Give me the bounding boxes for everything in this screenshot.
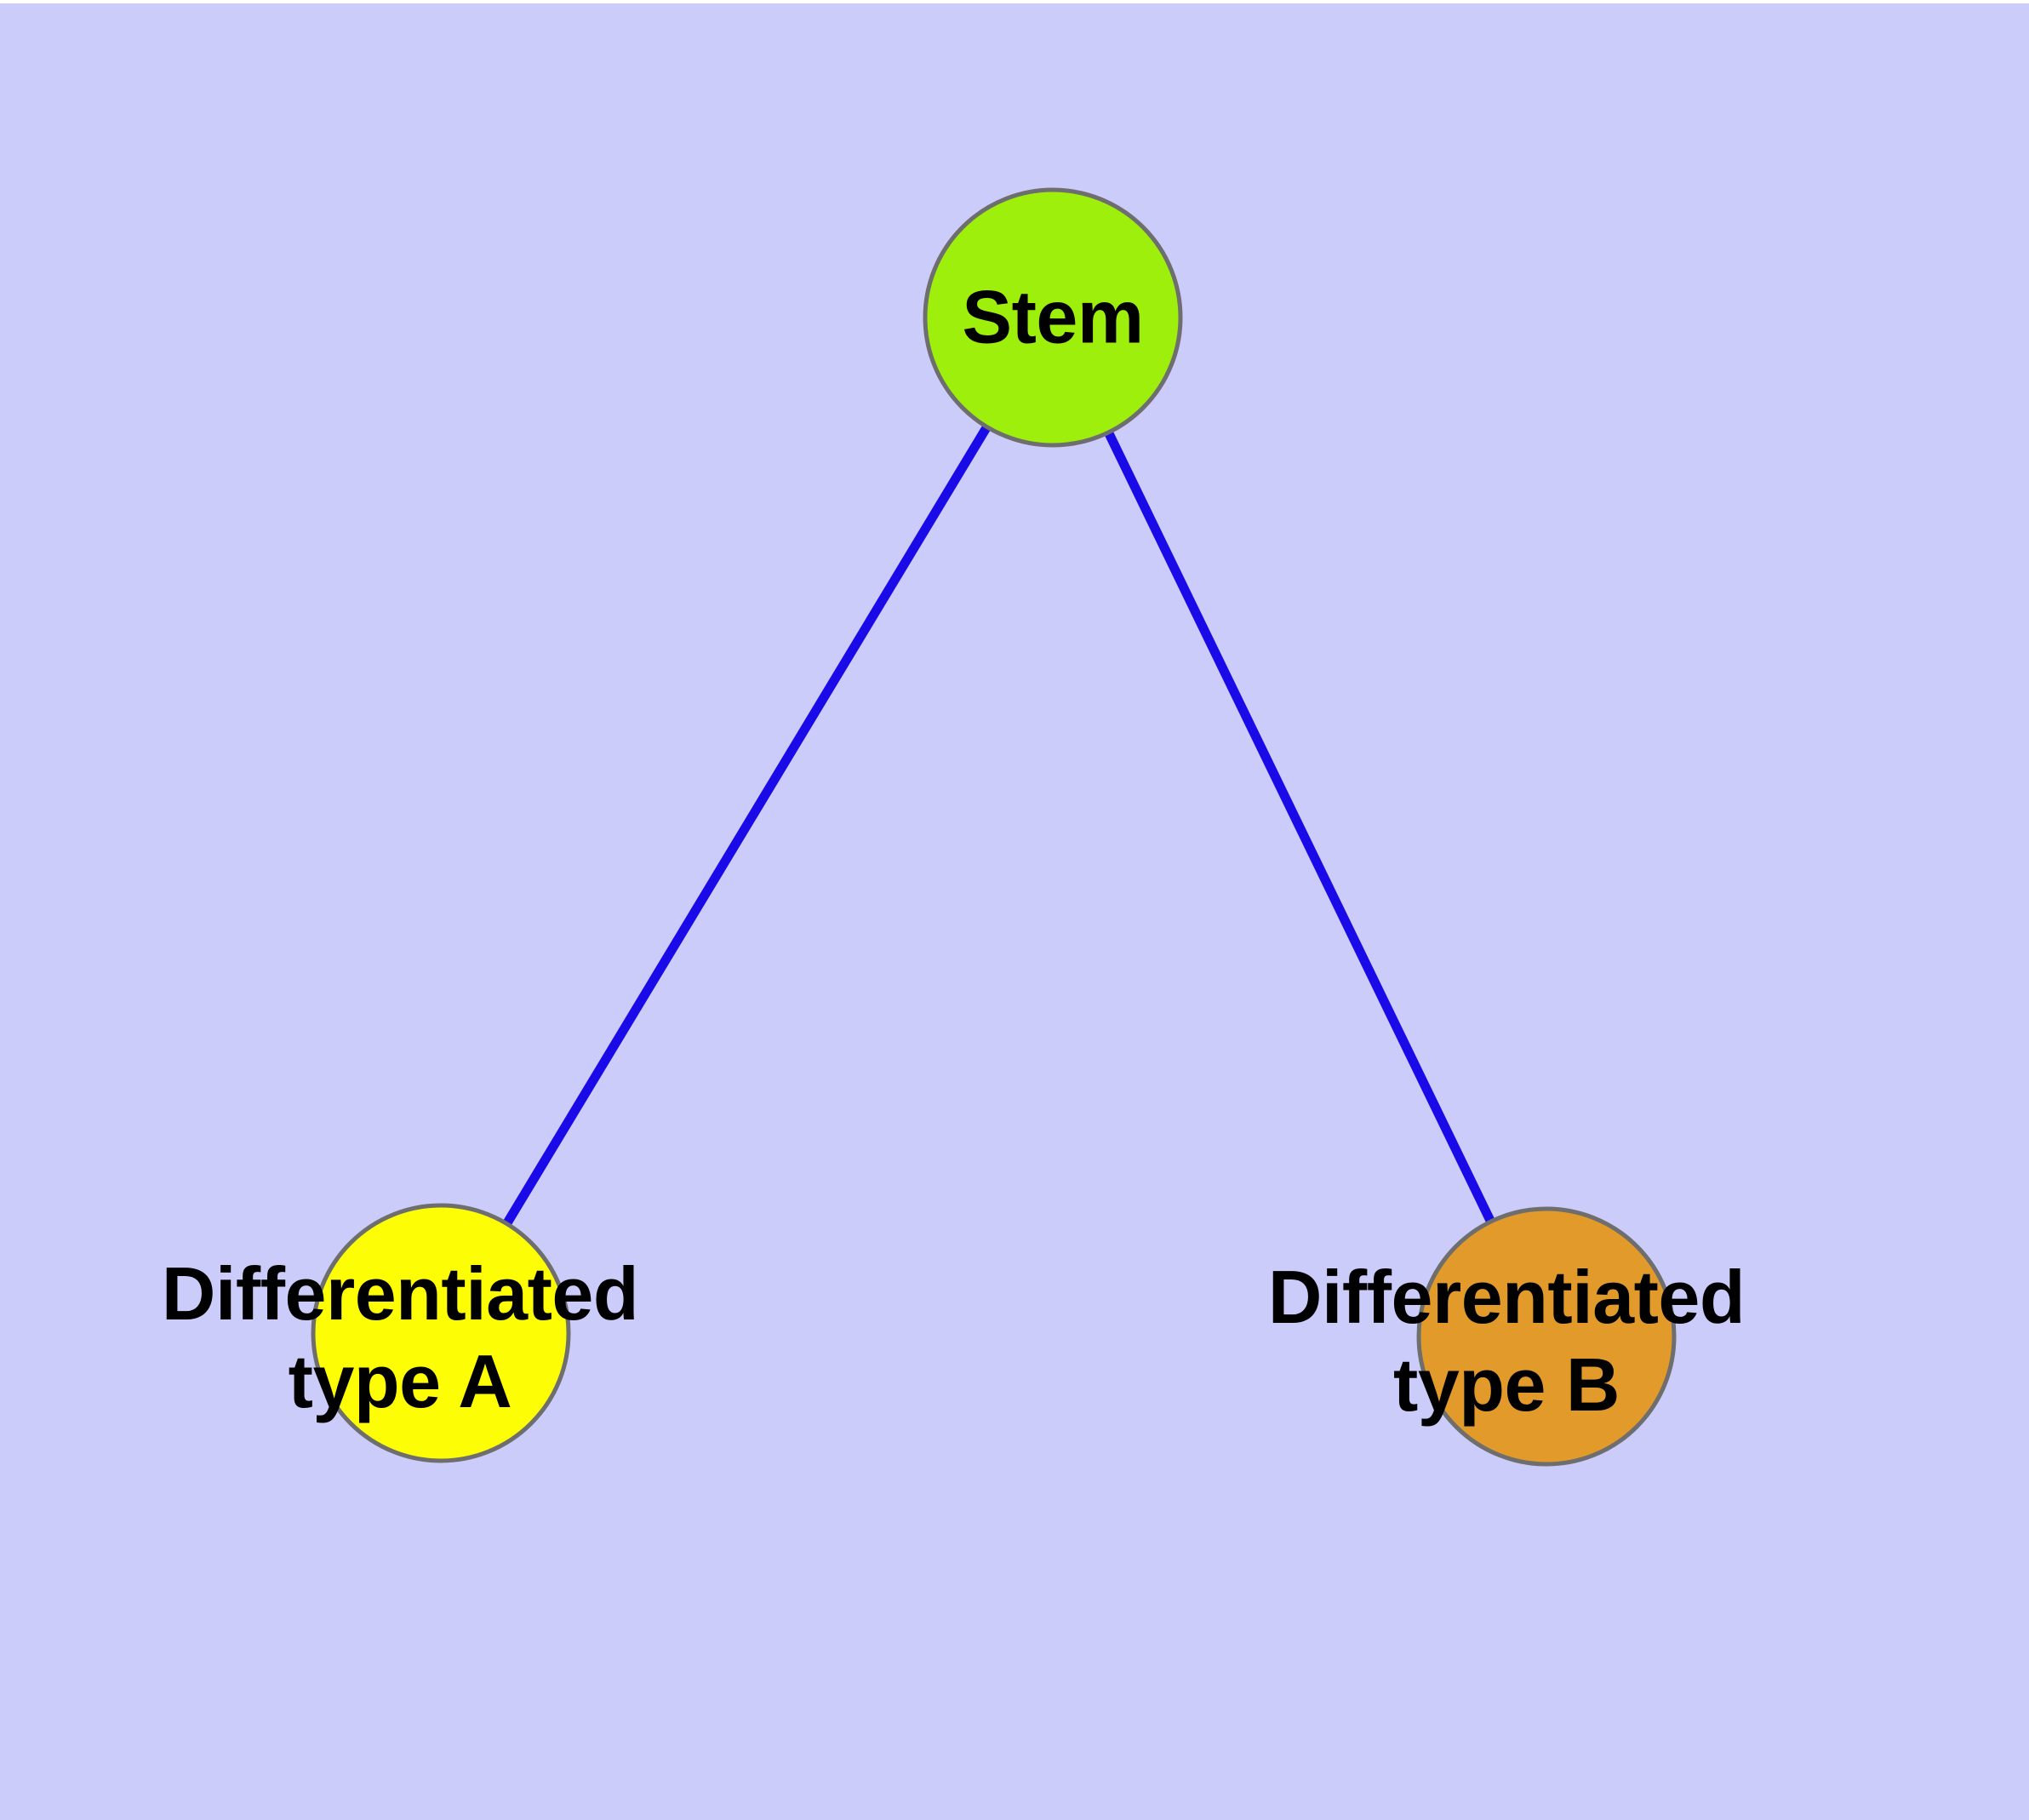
edges-layer bbox=[437, 315, 1551, 1339]
cell-differentiation-graph bbox=[311, 187, 1677, 1467]
graph-edge-stem-to-diff-b bbox=[1049, 315, 1551, 1339]
graph-node-stem[interactable] bbox=[923, 187, 1183, 448]
graph-edge-stem-to-diff-a bbox=[437, 315, 1057, 1336]
graph-node-diff-b[interactable] bbox=[1416, 1206, 1677, 1467]
graph-node-diff-a[interactable] bbox=[311, 1203, 571, 1463]
nodes-layer bbox=[311, 187, 1677, 1467]
